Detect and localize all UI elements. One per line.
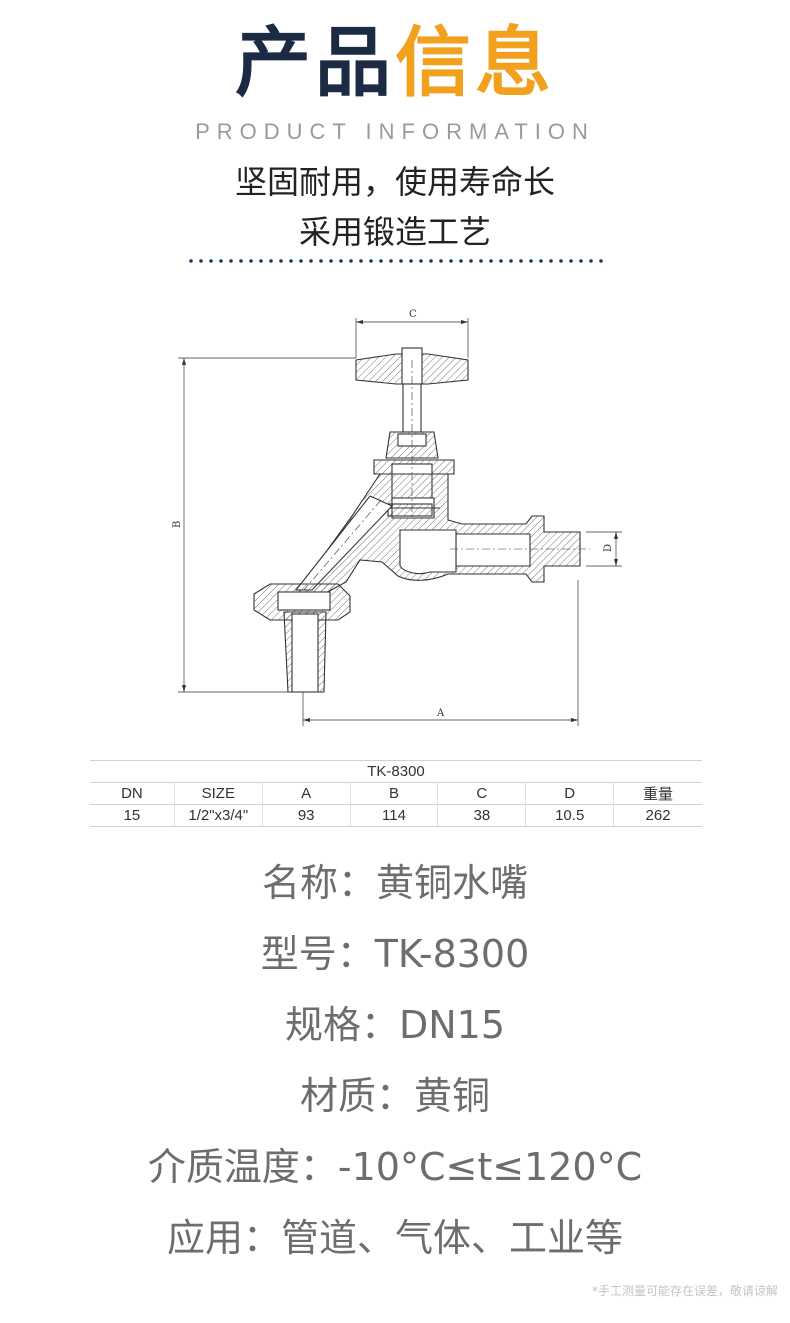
spec-value-cell: 10.5 <box>525 804 614 827</box>
dim-label-d: D <box>603 544 614 552</box>
spec-value-cell: 38 <box>437 804 526 827</box>
info-line-name: 名称：黄铜水嘴 <box>0 858 790 908</box>
spec-table-value-row: 15 1/2"x3/4" 93 114 38 10.5 262 <box>90 804 702 827</box>
spec-table-header-row: DN SIZE A B C D 重量 <box>90 782 702 805</box>
info-value: 管道、气体、工业等 <box>281 1216 624 1260</box>
spec-value-cell: 15 <box>90 804 175 827</box>
info-value: -10°C≤t≤120°C <box>337 1145 643 1189</box>
page-title: 产品信息 <box>0 18 790 108</box>
faucet-technical-drawing: C B A D <box>172 309 622 726</box>
spec-value-cell: 114 <box>349 804 438 827</box>
spec-table-model: TK-8300 <box>90 760 702 783</box>
info-line-material: 材质：黄铜 <box>0 1071 790 1121</box>
dotted-divider <box>186 257 608 265</box>
spec-header-cell: B <box>349 782 438 805</box>
page-subtitle: PRODUCT INFORMATION <box>195 119 595 144</box>
spec-header-cell: A <box>261 782 351 805</box>
info-label: 型号： <box>260 932 375 976</box>
info-line-spec: 规格：DN15 <box>0 1000 790 1050</box>
dim-label-b: B <box>172 521 183 528</box>
info-line-model: 型号：TK-8300 <box>0 929 790 979</box>
info-value: DN15 <box>398 1003 506 1047</box>
info-line-temperature: 介质温度：-10°C≤t≤120°C <box>0 1142 790 1192</box>
dim-label-c: C <box>409 309 417 320</box>
spec-value-cell: 262 <box>613 804 702 827</box>
spec-value-cell: 1/2"x3/4" <box>173 804 263 827</box>
spec-header-cell: C <box>437 782 526 805</box>
info-label: 应用： <box>166 1216 281 1260</box>
slogan-line-2: 采用锻造工艺 <box>298 213 491 251</box>
info-line-application: 应用：管道、气体、工业等 <box>0 1213 790 1263</box>
info-value: 黄铜 <box>414 1074 491 1118</box>
info-label: 名称： <box>261 861 376 905</box>
spec-header-cell: 重量 <box>613 782 702 805</box>
info-value: 黄铜水嘴 <box>376 861 529 905</box>
spec-header-cell: D <box>525 782 614 805</box>
spec-header-cell: SIZE <box>173 782 263 805</box>
title-accent-part: 信息 <box>395 18 555 107</box>
dim-label-a: A <box>436 708 445 719</box>
spec-table: TK-8300 DN SIZE A B C D 重量 15 1/2"x3/4" … <box>90 760 702 827</box>
spec-header-cell: DN <box>90 782 175 805</box>
info-label: 材质： <box>299 1074 414 1118</box>
slogan-line-1: 坚固耐用，使用寿命长 <box>234 163 555 201</box>
info-value: TK-8300 <box>374 932 530 976</box>
info-label: 介质温度： <box>147 1145 338 1189</box>
measurement-disclaimer: *手工测量可能存在误差，敬请谅解 <box>591 1284 778 1298</box>
spec-value-cell: 93 <box>261 804 351 827</box>
title-dark-part: 产品 <box>235 18 395 107</box>
info-label: 规格： <box>284 1003 399 1047</box>
